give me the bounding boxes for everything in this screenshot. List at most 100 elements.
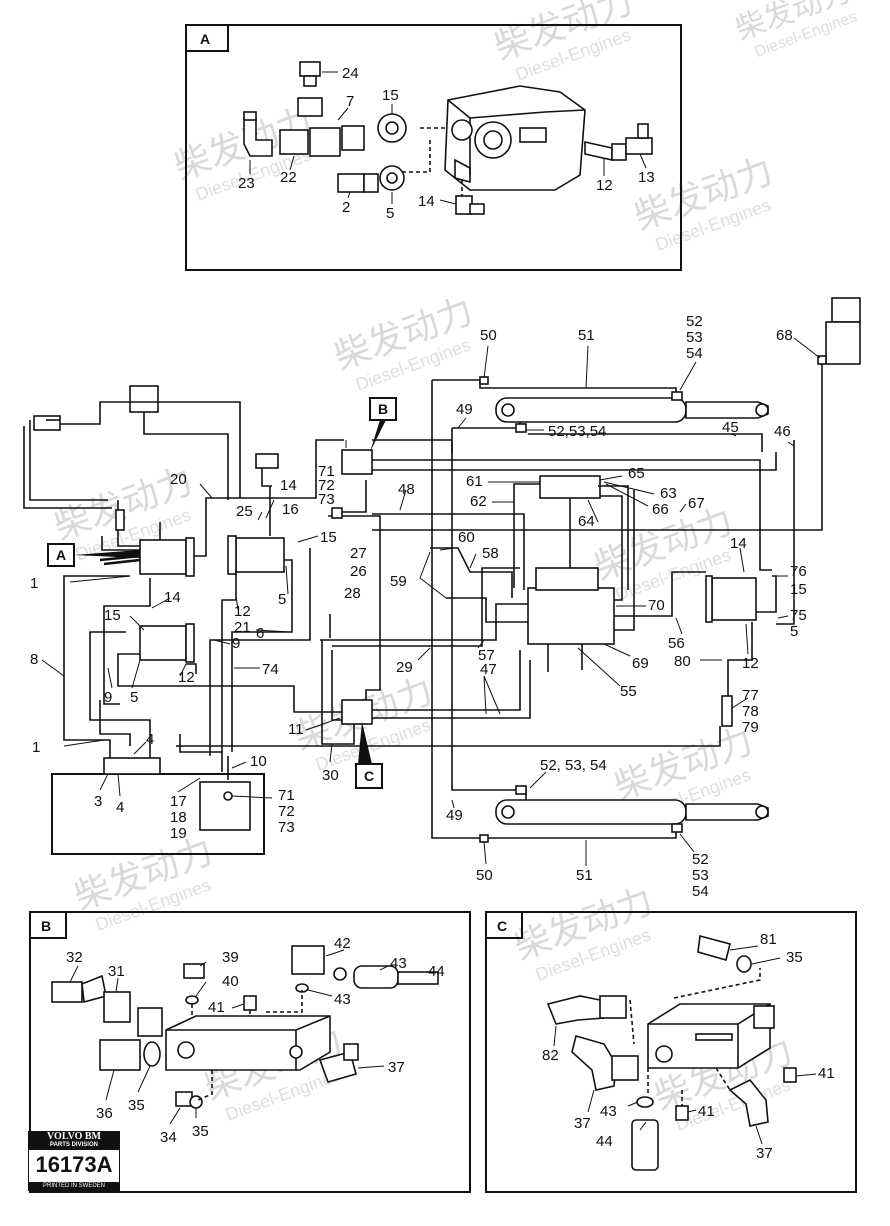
detail-b-labels: 32 31 39 40 41 42 43 44 43 37 36 35 34 3… (66, 935, 445, 1146)
label-m-12c: 12 (178, 669, 195, 686)
label-m-30: 30 (322, 767, 339, 784)
inline-filter (721, 695, 733, 727)
label-m-62: 62 (470, 493, 487, 510)
label-m-72a: 72 (318, 477, 335, 494)
label-b-32: 32 (66, 949, 83, 966)
detail-b-tag: B (41, 918, 51, 934)
filter-small (255, 453, 279, 469)
label-c-81: 81 (760, 931, 777, 948)
label-m-28: 28 (344, 585, 361, 602)
label-c-37a: 37 (574, 1115, 591, 1132)
label-m-53t: 53 (686, 329, 703, 346)
pump-body (444, 85, 586, 191)
label-b-43b: 43 (334, 991, 351, 1008)
label-m-45: 45 (722, 419, 739, 436)
label-m-48: 48 (398, 481, 415, 498)
label-m-59: 59 (390, 573, 407, 590)
label-m-51b: 51 (576, 867, 593, 884)
filter-44-c (631, 1119, 659, 1171)
detail-a-panel: A (185, 24, 682, 271)
fitting-13 (625, 137, 653, 155)
label-m-73b: 73 (278, 819, 295, 836)
label-a-23: 23 (238, 175, 255, 192)
label-m-11: 11 (288, 721, 304, 738)
label-m-4a: 4 (146, 731, 154, 748)
label-m-25: 25 (236, 503, 253, 520)
detail-a-tag: A (200, 31, 210, 47)
label-m-16: 16 (282, 501, 299, 518)
label-m-61: 61 (466, 473, 483, 490)
fitting-c-right (753, 1005, 775, 1029)
watermark: 柴发动力 Diesel-Engines (509, 880, 658, 985)
watermark: 柴发动力 Diesel-Engines (69, 830, 218, 935)
label-c-37b: 37 (756, 1145, 773, 1162)
label-m-525354b: 52, 53, 54 (540, 757, 607, 774)
callout-a: A (56, 547, 66, 563)
label-m-5c: 5 (130, 689, 138, 706)
label-m-49b: 49 (446, 807, 463, 824)
label-b-35b: 35 (192, 1123, 209, 1140)
hose-82 (546, 995, 605, 1025)
label-c-44: 44 (596, 1133, 613, 1150)
label-m-58: 58 (482, 545, 499, 562)
volvo-bm-logo: VOLVO BM PARTS DIVISION 16173A PRINTED I… (28, 1131, 120, 1191)
label-m-14c: 14 (164, 589, 181, 606)
label-a-14: 14 (418, 193, 435, 210)
fitting-36 (99, 1039, 141, 1071)
label-m-80: 80 (674, 653, 691, 670)
label-m-14a: 14 (280, 477, 297, 494)
detail-b-leaders (69, 949, 389, 1125)
valve-68-top (831, 297, 861, 323)
fitting-31b (137, 1007, 163, 1037)
label-m-71b: 71 (278, 787, 295, 804)
detail-c-frame (485, 911, 857, 1193)
detail-a-frame (185, 24, 682, 271)
label-m-71a: 71 (318, 463, 335, 480)
drawing-number-suffix: A (96, 1152, 113, 1177)
label-m-17: 17 (170, 793, 187, 810)
detail-c-labels: 81 35 82 41 37 43 41 44 37 (542, 931, 835, 1162)
label-m-68: 68 (776, 327, 793, 344)
label-m-9b: 9 (104, 689, 112, 706)
main-labels: 50 51 52 53 54 68 49 52,53,54 45 46 71 7… (30, 313, 807, 900)
check-valve-left (115, 509, 125, 531)
label-m-4b: 4 (116, 799, 124, 816)
tank-outlet-block (103, 757, 161, 775)
label-m-27: 27 (350, 545, 367, 562)
label-m-67: 67 (688, 495, 705, 512)
valve-b (341, 449, 373, 475)
label-m-5b: 5 (790, 623, 798, 640)
label-m-51t: 51 (578, 327, 595, 344)
seal-43a (333, 967, 347, 981)
label-m-56: 56 (668, 635, 685, 652)
label-b-39: 39 (222, 949, 239, 966)
label-m-26: 26 (350, 563, 367, 580)
elbow-37-c2 (728, 1078, 769, 1127)
label-m-54t: 54 (686, 345, 703, 362)
label-a-22: 22 (280, 169, 297, 186)
fitting-81 (697, 934, 731, 961)
detail-c-panel: C (485, 911, 857, 1193)
label-m-10: 10 (250, 753, 267, 770)
label-m-74: 74 (262, 661, 279, 678)
label-b-42: 42 (334, 935, 351, 952)
label-m-12b: 12 (742, 655, 759, 672)
logo-printed: PRINTED IN SWEDEN (29, 1182, 119, 1190)
label-m-21: 21 (234, 619, 251, 636)
label-m-12a: 12 (234, 603, 251, 620)
watermark: 柴发动力 Diesel-Engines (629, 150, 778, 255)
valve-left-top (33, 415, 61, 431)
logo-brand-strip: VOLVO BM PARTS DIVISION (29, 1132, 119, 1150)
detail-c-leaders (553, 945, 817, 1145)
fitting-7 (341, 125, 365, 151)
detail-a-leaders (249, 71, 647, 205)
callout-b: B (378, 401, 388, 417)
label-a-7: 7 (346, 93, 354, 110)
seal-35-c (736, 955, 752, 973)
pump-right (711, 577, 757, 621)
lift-cylinder-bottom (495, 799, 687, 825)
label-a-13: 13 (638, 169, 655, 186)
label-m-72b: 72 (278, 803, 295, 820)
label-m-73a: 73 (318, 491, 335, 508)
